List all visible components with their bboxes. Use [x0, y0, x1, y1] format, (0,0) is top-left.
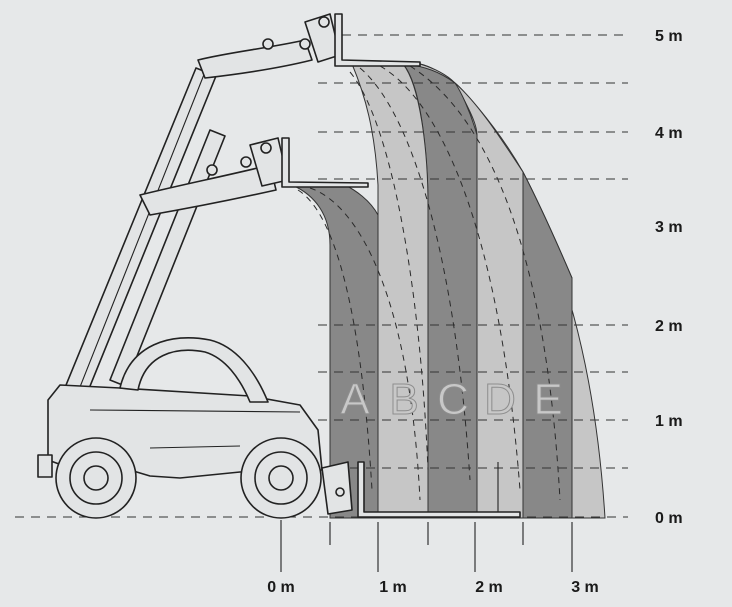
- zone-band-a-lower: [291, 184, 379, 519]
- fork-lower: [281, 137, 369, 188]
- load-curve-arcs: [297, 65, 561, 501]
- zone-letter-c: C: [437, 375, 469, 424]
- zone-letter-a: A: [340, 375, 370, 424]
- zone-band-a-upper: [351, 63, 429, 519]
- height-grid: [15, 34, 628, 518]
- reach-ticks: [280, 520, 573, 572]
- boom-arm-raised: [197, 39, 313, 79]
- forklift-drawing: [37, 13, 521, 519]
- cab-frame: [119, 336, 269, 403]
- rear-counterweight: [37, 454, 53, 478]
- rear-wheel: [55, 437, 137, 519]
- load-zones: [291, 63, 606, 519]
- zone-band-c: [402, 63, 524, 519]
- zone-letter-e: E: [533, 375, 562, 424]
- reach-label-1m: 1 m: [379, 579, 407, 596]
- reach-axis: 0 m 1 m 2 m 3 m: [267, 579, 599, 596]
- reach-label-0m: 0 m: [267, 579, 295, 596]
- fork-ground: [357, 461, 521, 518]
- reach-label-3m: 3 m: [571, 579, 599, 596]
- front-wheel: [240, 437, 322, 519]
- height-label-3m: 3 m: [655, 219, 683, 236]
- fork-upper: [334, 13, 421, 67]
- height-label-4m: 4 m: [655, 125, 683, 142]
- zone-letter-b: B: [389, 375, 418, 424]
- boom-arm-lower: [139, 164, 277, 216]
- zone-letter-d: D: [484, 375, 516, 424]
- height-label-1m: 1 m: [655, 413, 683, 430]
- height-label-0m: 0 m: [655, 510, 683, 527]
- fork-carriage-ground: [321, 461, 353, 515]
- reach-label-2m: 2 m: [475, 579, 503, 596]
- height-label-2m: 2 m: [655, 318, 683, 335]
- height-label-5m: 5 m: [655, 28, 683, 45]
- height-axis: 5 m 4 m 3 m 2 m 1 m 0 m: [655, 28, 683, 527]
- zone-letters: A B C D E: [340, 375, 563, 425]
